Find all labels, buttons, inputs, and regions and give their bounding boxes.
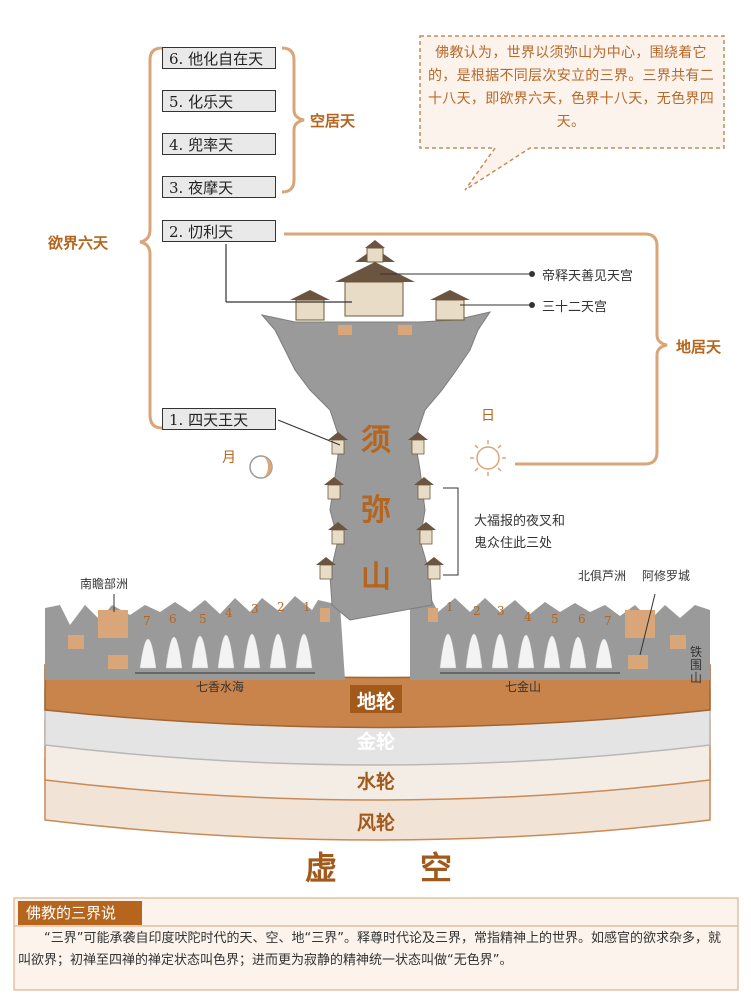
heaven-box-6: 6. 他化自在天 xyxy=(162,47,276,69)
earth-dwelling-label: 地居天 xyxy=(676,338,722,356)
sky-dwelling-label: 空居天 xyxy=(310,112,356,130)
heaven-box-3: 3. 夜摩天 xyxy=(162,176,276,198)
south-continent-marker xyxy=(98,610,128,638)
asura-city-marker xyxy=(628,655,648,669)
iron-ring-label: 铁围山 xyxy=(690,645,703,685)
void-char-2: 空 xyxy=(420,849,453,887)
water-wheel-label: 水轮 xyxy=(356,771,395,793)
sun-label: 日 xyxy=(481,408,495,424)
yaksha-note-line2: 鬼众住此三处 xyxy=(474,536,553,551)
asura-city-label: 阿修罗城 xyxy=(642,569,691,583)
ring-number-left-6: 6 xyxy=(169,612,177,626)
heaven-box-4: 4. 兜率天 xyxy=(162,133,276,155)
realm-note: 佛教认为，世界以须弥山为中心，围绕着它的，是根据不同层次安立的三界。三界共有二十… xyxy=(428,45,714,130)
asura-pointer xyxy=(639,593,656,656)
seven-golden-mountains-label: 七金山 xyxy=(505,680,542,694)
note-bubble xyxy=(419,35,725,191)
ring-number-right-1: 1 xyxy=(446,600,454,614)
ring-number-left-5: 5 xyxy=(199,612,207,626)
ring-number-right-7: 7 xyxy=(604,614,612,628)
ring-number-right-6: 6 xyxy=(578,612,586,626)
desire-realm-brace xyxy=(139,46,163,430)
heaven-box-1: 1. 四天王天 xyxy=(162,408,276,430)
mountain-char-3: 山 xyxy=(361,560,391,595)
ring-number-right-4: 4 xyxy=(524,610,532,624)
footer-body: “三界”可能承袭自印度吠陀时代的天、空、地“三界”。释尊时代论及三界，常指精神上… xyxy=(18,931,721,968)
yaksha-bracket xyxy=(443,487,459,576)
wind-wheel-label: 风轮 xyxy=(356,812,395,834)
sky-dwelling-brace xyxy=(281,46,305,194)
seven-seas-label: 七香水海 xyxy=(196,680,245,694)
south-continent-label: 南瞻部洲 xyxy=(80,577,129,591)
gold-wheel-label: 金轮 xyxy=(356,731,395,753)
ring-number-right-2: 2 xyxy=(473,604,481,618)
north-continent-label: 北俱芦洲 xyxy=(578,569,627,583)
ring-number-left-4: 4 xyxy=(225,606,233,620)
south-continent-base xyxy=(108,655,128,669)
footer-title: 佛教的三界说 xyxy=(18,901,142,925)
earth-dwelling-brace xyxy=(284,232,668,466)
sun-graphic xyxy=(470,440,506,476)
void-char-1: 虚 xyxy=(305,849,338,887)
sakra-palace-label: 帝释天善见天宫 xyxy=(542,269,634,284)
desire-realm-label: 欲界六天 xyxy=(48,234,109,252)
ring-number-right-5: 5 xyxy=(551,612,559,626)
ring-number-left-7: 7 xyxy=(143,614,151,628)
moon-label: 月 xyxy=(222,450,236,466)
moon-graphic xyxy=(249,455,273,479)
heaven-box-5: 5. 化乐天 xyxy=(162,90,276,112)
thirty-two-palaces-label: 三十二天宫 xyxy=(542,300,608,315)
east-continent-marker xyxy=(670,635,686,649)
mountain-char-2: 弥 xyxy=(361,493,391,528)
heaven-box-2: 2. 忉利天 xyxy=(162,220,276,242)
mount-sumeru xyxy=(260,311,492,621)
earth-wheel-label-bg xyxy=(350,685,402,713)
earth-wheel-label: 地轮 xyxy=(356,691,395,713)
west-continent-marker xyxy=(68,635,84,649)
ring-number-left-3: 3 xyxy=(251,602,259,616)
ring-number-left-1: 1 xyxy=(303,600,311,614)
ring-number-right-3: 3 xyxy=(497,604,505,618)
yaksha-note-line1: 大福报的夜叉和 xyxy=(474,514,566,529)
mountain-char-1: 须 xyxy=(361,423,391,458)
ring-number-left-2: 2 xyxy=(277,600,285,614)
